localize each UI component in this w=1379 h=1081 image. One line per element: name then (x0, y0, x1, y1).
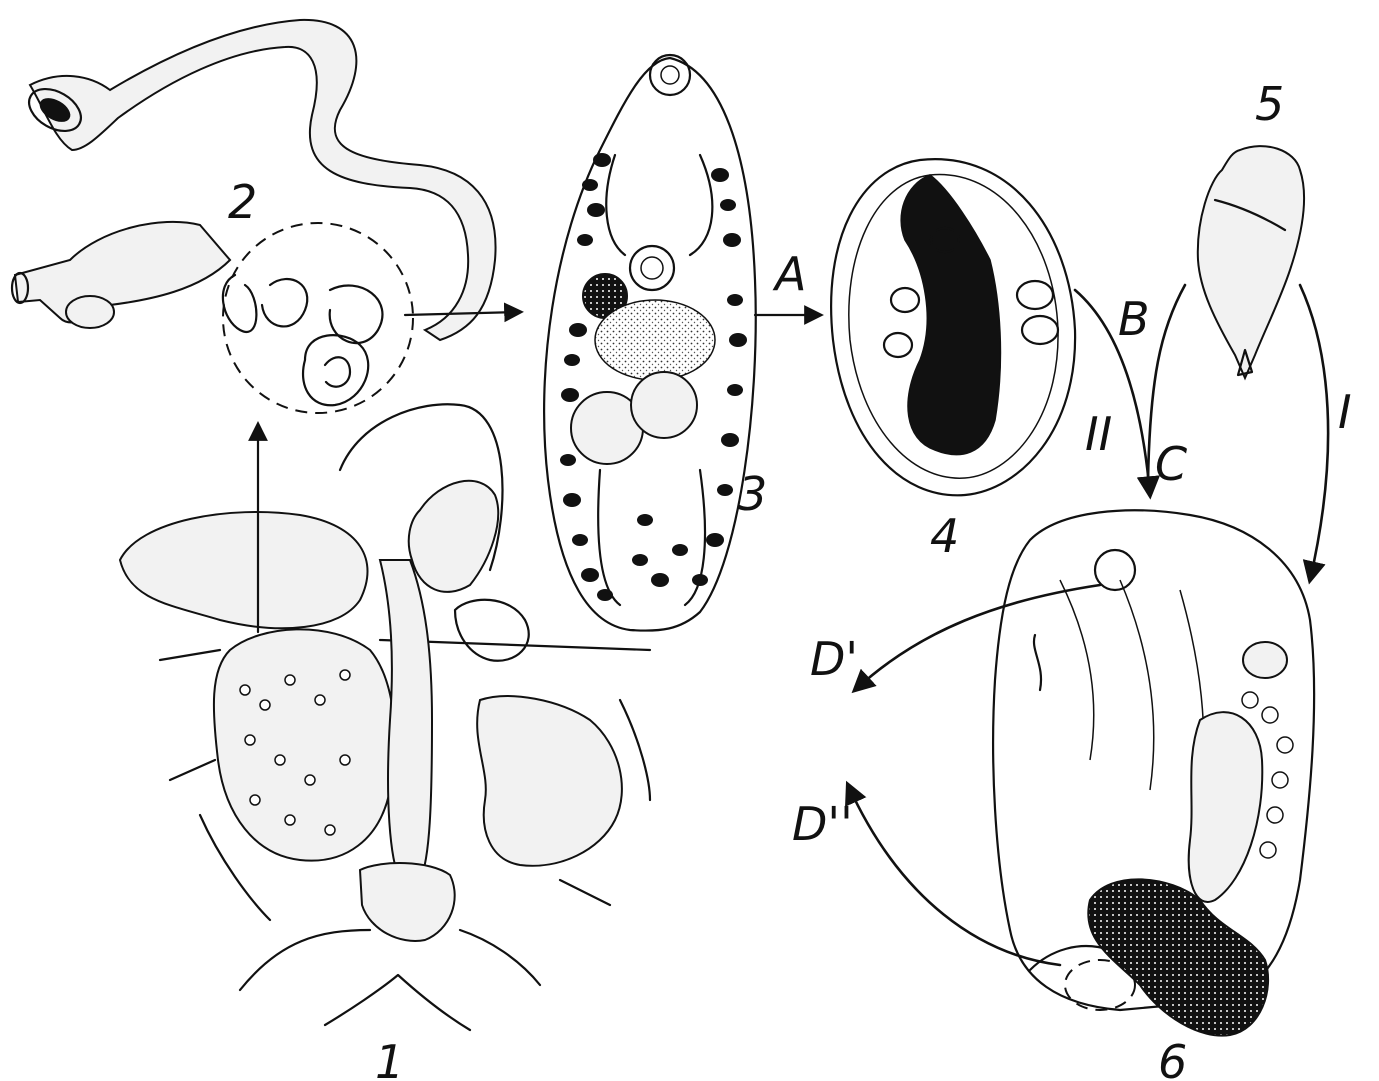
egg-illustration (831, 159, 1075, 495)
oviduct-illustration (12, 20, 520, 413)
label-fig1: 1 (375, 1035, 404, 1081)
label-fig4: 4 (930, 509, 959, 563)
label-fig3: 3 (738, 467, 767, 521)
label-fig2: 2 (228, 175, 257, 229)
label-arrow-a: A (772, 247, 806, 301)
label-route-ii: II (1085, 407, 1112, 461)
host-dissection-illustration (993, 510, 1314, 1035)
label-arrow-b: B (1118, 292, 1150, 346)
label-arrow-d2: D'' (792, 797, 853, 851)
label-route-i: I (1338, 385, 1352, 439)
snail-illustration (1198, 146, 1304, 378)
label-arrow-c: C (1155, 437, 1187, 491)
label-arrow-d1: D' (810, 632, 858, 686)
label-fig5: 5 (1255, 77, 1284, 131)
adult-fluke-illustration (544, 55, 820, 631)
label-fig6: 6 (1158, 1035, 1187, 1081)
